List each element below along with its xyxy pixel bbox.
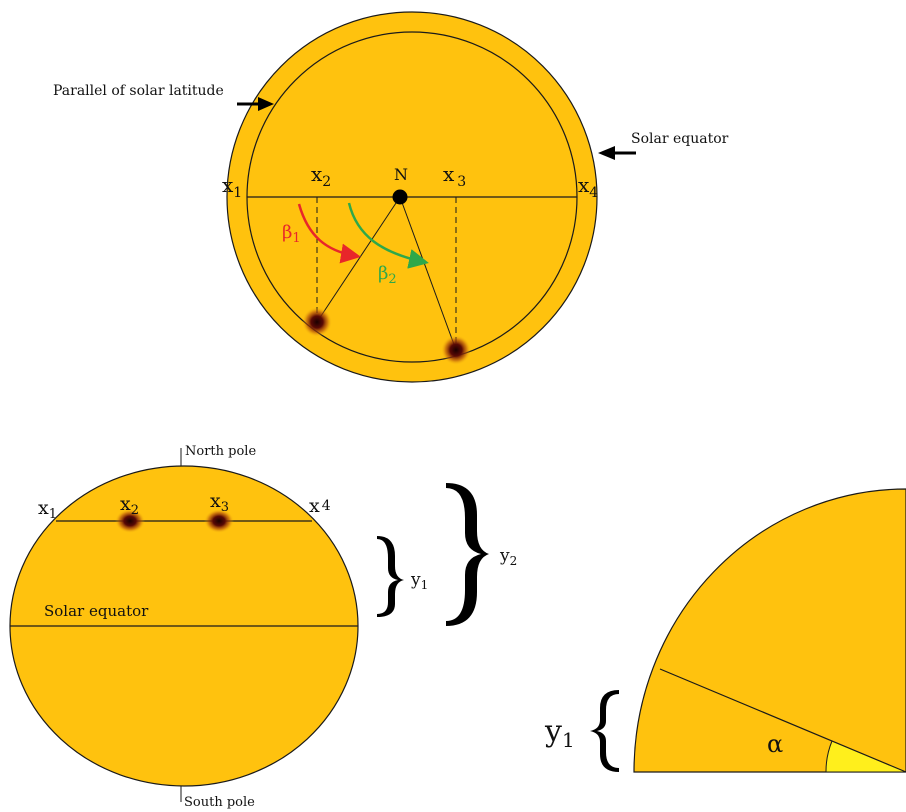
label-x1: x1	[222, 173, 242, 201]
radius-spot2	[399, 196, 457, 351]
label-south-pole: South pole	[184, 795, 255, 810]
latitude-radius-line	[659, 668, 906, 773]
side-sunspot-2	[204, 509, 234, 533]
label-beta1: β1	[282, 222, 301, 246]
side-sunspot-1	[115, 509, 145, 533]
label-side-equator: Solar equator	[44, 602, 149, 620]
quadrant-view: y1 α	[544, 488, 906, 773]
label-parallel: Parallel of solar latitude	[53, 83, 224, 99]
label-solar-equator: Solar equator	[631, 131, 729, 147]
label-n: N	[394, 165, 408, 184]
sun-quadrant	[633, 488, 906, 773]
side-label-x1: x1	[38, 497, 57, 522]
north-pole-dot	[392, 189, 408, 205]
quadrant-brace-y1-icon	[590, 690, 619, 772]
arrow-equator-icon	[598, 146, 636, 160]
side-label-x3: x3	[210, 490, 229, 515]
label-y1: y1	[410, 570, 428, 592]
label-x4: x4	[578, 173, 598, 201]
quadrant-label-y1: y1	[544, 714, 575, 752]
alpha-angle-arc	[825, 740, 833, 773]
label-alpha: α	[767, 730, 783, 758]
label-y2: y2	[499, 546, 517, 568]
side-view: North pole South pole Solar equator x1 x…	[9, 444, 517, 810]
sunspot-1	[302, 307, 332, 337]
top-view: Parallel of solar latitude Solar equator…	[53, 11, 729, 383]
arrow-parallel-icon	[237, 97, 274, 111]
label-beta2: β2	[378, 263, 397, 287]
beta2-arrow	[347, 202, 429, 269]
brace-y1-icon	[377, 536, 404, 617]
sunspot-2	[441, 335, 471, 365]
label-north-pole: North pole	[185, 444, 256, 459]
label-x2: x2	[311, 162, 331, 190]
beta1-arrow	[297, 203, 361, 264]
side-label-x2: x2	[120, 493, 139, 518]
brace-y2-icon	[446, 483, 489, 626]
